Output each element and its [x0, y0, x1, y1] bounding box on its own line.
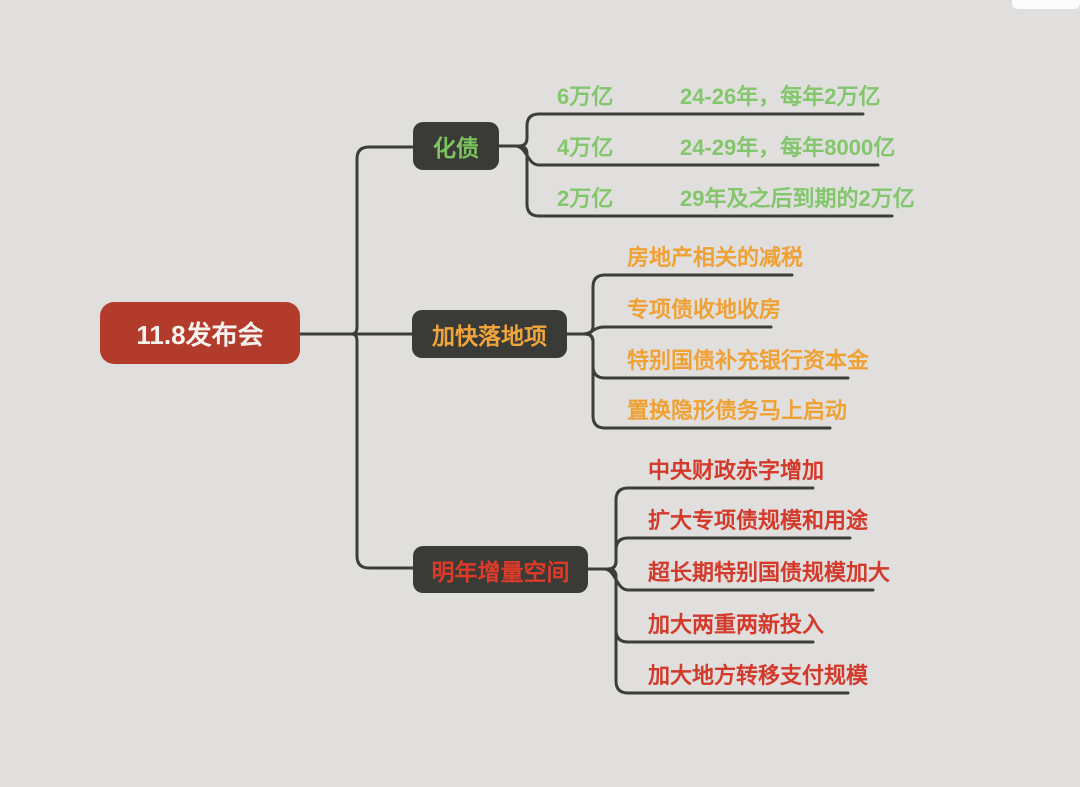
- topic-node-huazhai[interactable]: 化债: [413, 122, 499, 170]
- edge-huazhai-3: [497, 144, 894, 218]
- leaf-huazhai-3-detail[interactable]: 29年及之后到期的2万亿: [680, 186, 915, 211]
- leaf-huazhai-1-value[interactable]: 6万亿: [557, 84, 614, 109]
- root-node[interactable]: 11.8发布会: [100, 302, 300, 364]
- leaf-huazhai-1-detail[interactable]: 24-26年，每年2万亿: [680, 84, 881, 109]
- edge-jiakuai-2: [564, 325, 773, 336]
- leaf-huazhai-3-value[interactable]: 2万亿: [557, 186, 614, 211]
- leaf-jiakuai-3[interactable]: 特别国债补充银行资本金: [627, 348, 870, 373]
- leaf-mingnian-4[interactable]: 加大两重两新投入: [648, 612, 825, 637]
- leaf-mingnian-5[interactable]: 加大地方转移支付规模: [648, 663, 869, 688]
- top-right-notch: [1012, 0, 1080, 9]
- topic-node-jiakuai[interactable]: 加快落地项: [412, 310, 567, 358]
- topic-node-mingnian[interactable]: 明年增量空间: [413, 546, 588, 593]
- leaf-jiakuai-1[interactable]: 房地产相关的减税: [627, 245, 804, 270]
- leaf-mingnian-2[interactable]: 扩大专项债规模和用途: [648, 508, 869, 533]
- topic-node-jiakuai-label: 加快落地项: [432, 323, 547, 349]
- edge-root-to-huazhai: [298, 145, 415, 336]
- topic-node-huazhai-label: 化债: [433, 135, 479, 161]
- root-node-label: 11.8发布会: [136, 319, 264, 350]
- leaf-mingnian-3[interactable]: 超长期特别国债规模加大: [648, 560, 891, 585]
- leaf-huazhai-2-value[interactable]: 4万亿: [557, 135, 614, 160]
- edge-mingnian-5: [585, 567, 850, 695]
- topic-node-mingnian-label: 明年增量空间: [431, 558, 570, 585]
- edge-jiakuai-4: [564, 332, 832, 430]
- leaf-huazhai-2-detail[interactable]: 24-29年，每年8000亿: [680, 135, 896, 160]
- leaf-mingnian-1[interactable]: 中央财政赤字增加: [648, 458, 825, 483]
- edge-root-to-mingnian: [298, 332, 415, 570]
- leaf-jiakuai-4[interactable]: 置换隐形债务马上启动: [627, 398, 848, 423]
- leaf-jiakuai-2[interactable]: 专项债收地收房: [627, 297, 782, 322]
